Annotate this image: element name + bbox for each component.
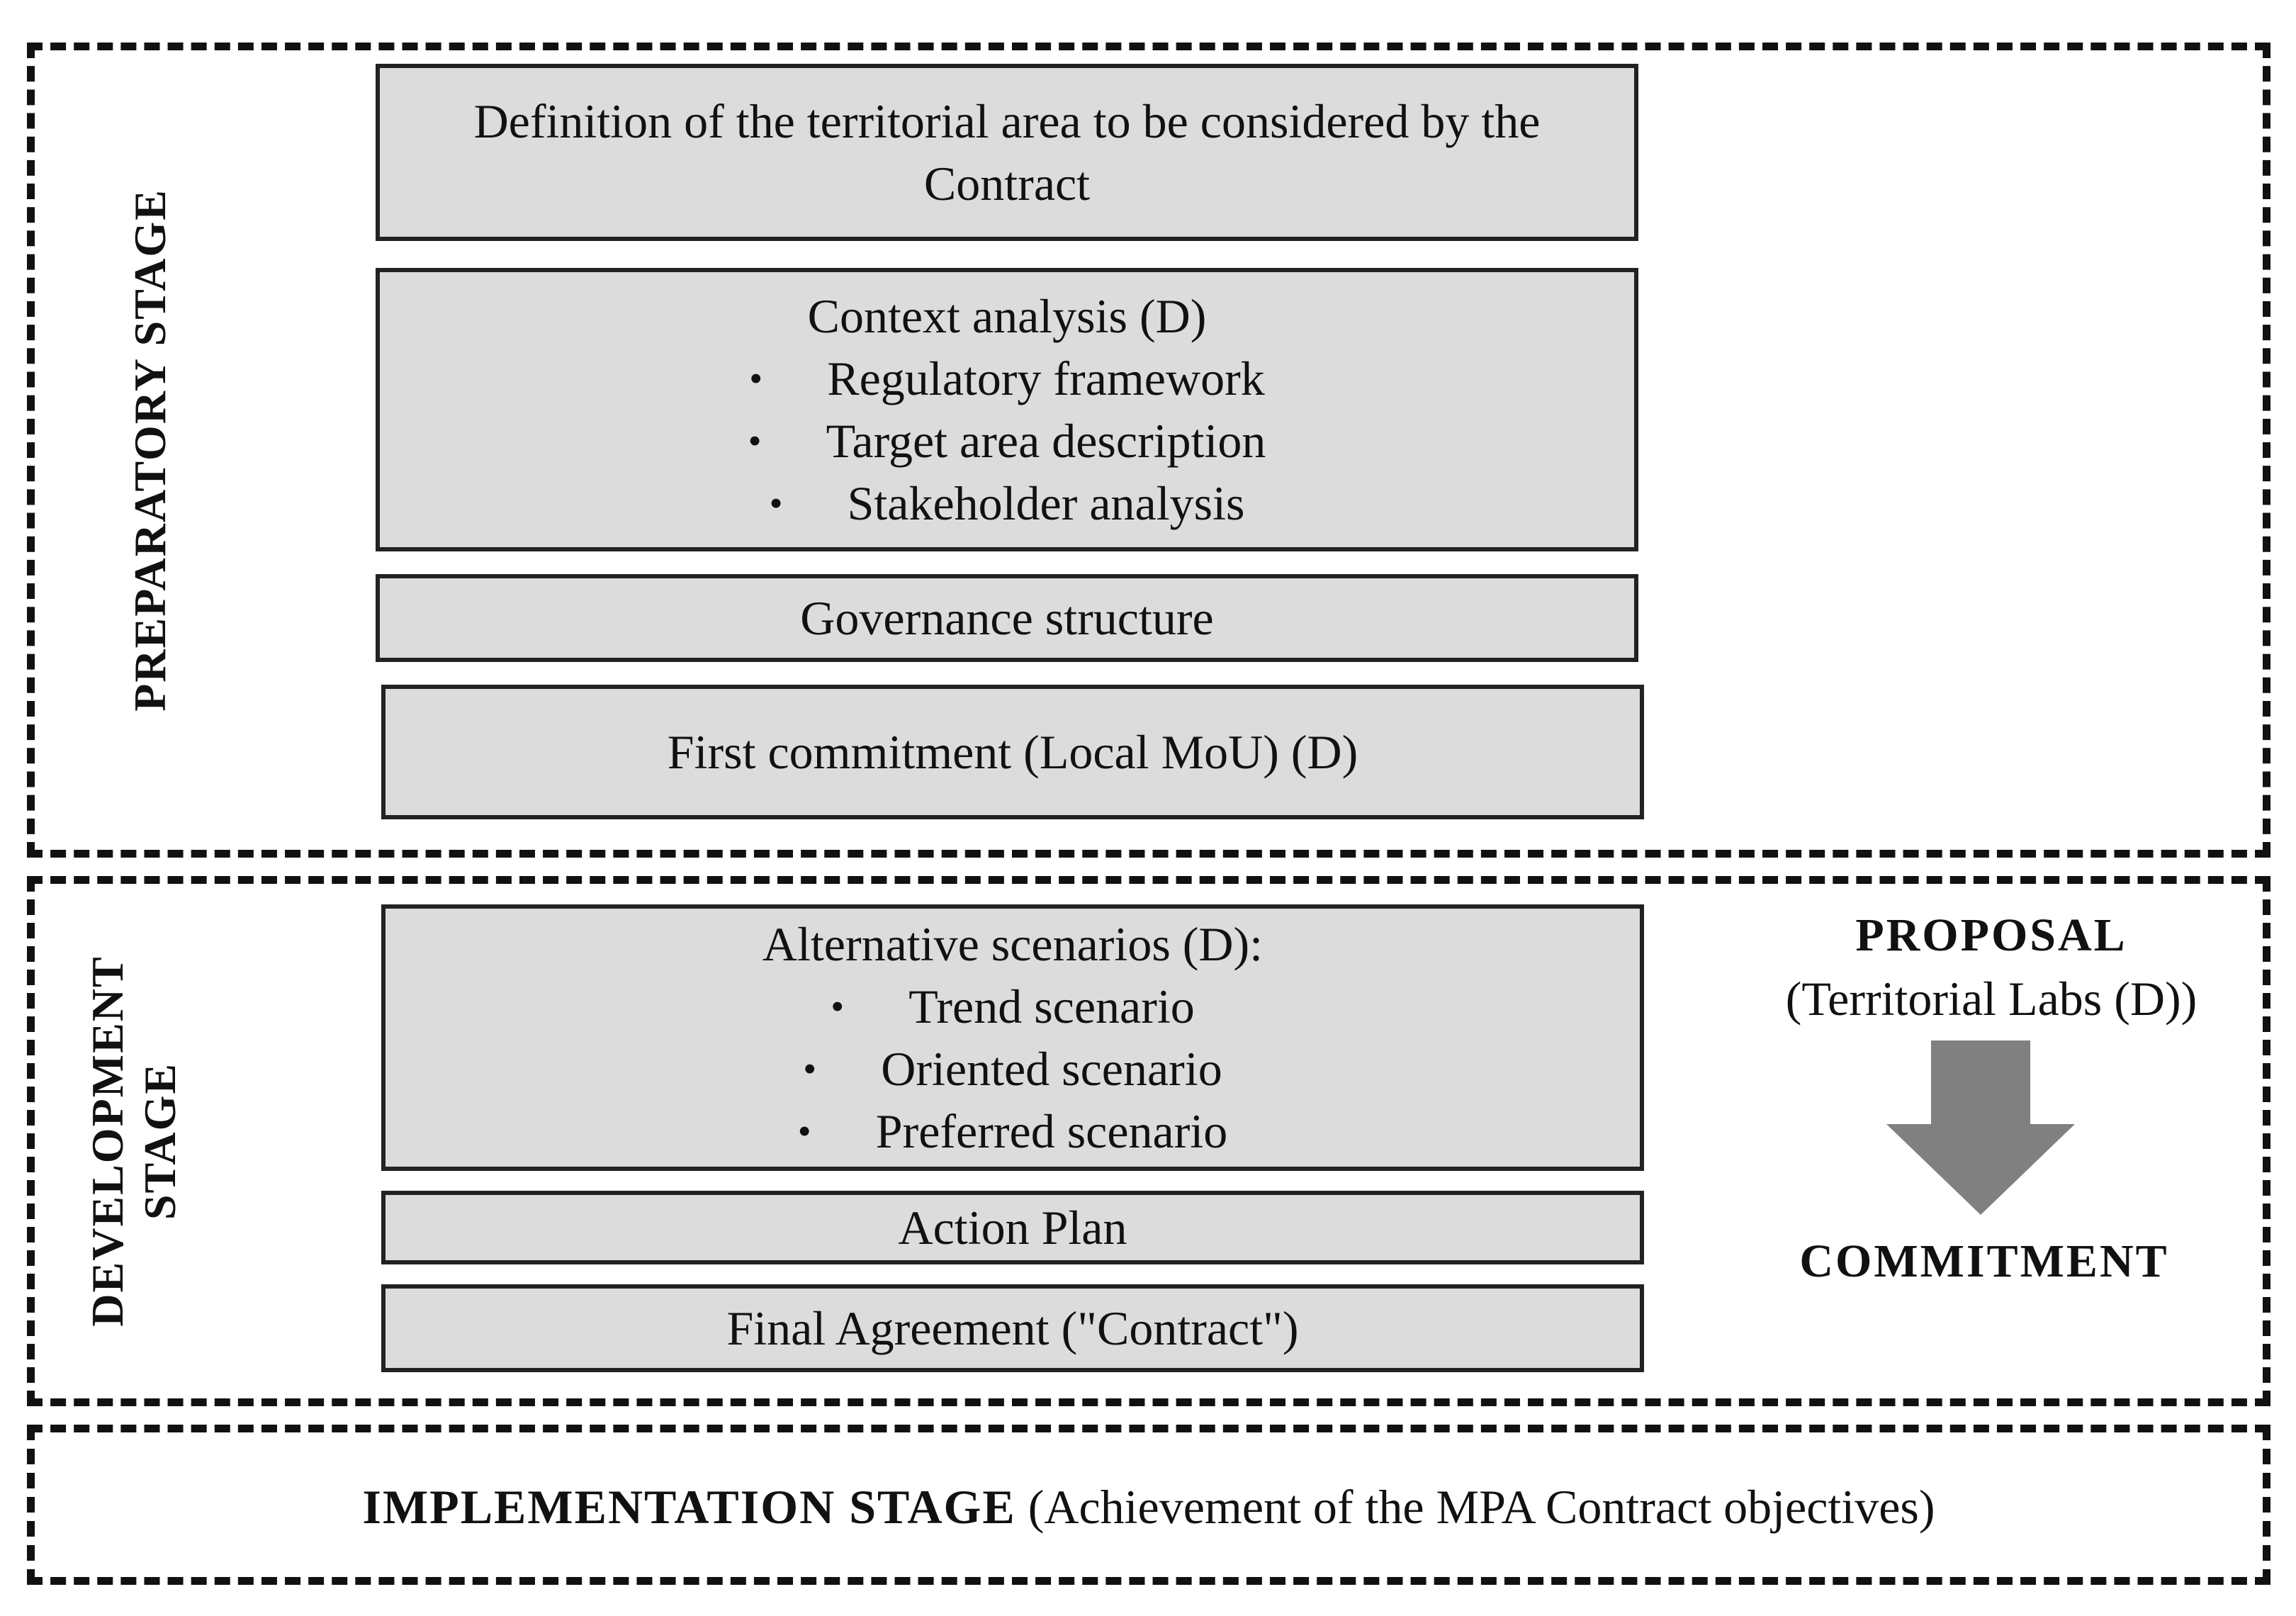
list-item: • Oriented scenario [798,1038,1228,1100]
development-label-line2: STAGE [135,1062,185,1221]
development-label-line1: DEVELOPMENT [82,955,133,1327]
territorial-area-box: Definition of the territorial area to be… [376,64,1638,241]
final-agreement-box: Final Agreement ("Contract") [381,1284,1644,1372]
proposal-label: PROPOSAL [1855,909,2127,961]
list-item: • Target area description [748,410,1266,472]
list-item: • Stakeholder analysis [748,472,1266,534]
development-stage-label: DEVELOPMENT STAGE [82,893,191,1389]
bullet-icon: • [797,1110,811,1152]
action-plan-text: Action Plan [898,1201,1127,1255]
down-arrow-icon [1886,1040,2075,1215]
bullet-icon: • [749,357,763,400]
alternative-scenarios-title: Alternative scenarios (D): [762,917,1264,971]
final-agreement-text: Final Agreement ("Contract") [726,1301,1299,1355]
proposal-sublabel: (Territorial Labs (D)) [1785,972,2197,1026]
bullet-icon: • [803,1048,817,1090]
bullet-icon: • [769,482,783,524]
development-stage-frame [27,876,2270,1406]
commitment-label: COMMITMENT [1799,1235,2169,1287]
list-item: • Preferred scenario [798,1100,1228,1162]
bullet-icon: • [748,420,762,462]
territorial-area-text: Definition of the territorial area to be… [473,94,1541,211]
context-analysis-box: Context analysis (D) • Regulatory framew… [376,268,1638,551]
bullet-icon: • [831,985,845,1028]
governance-structure-box: Governance structure [376,574,1638,662]
action-plan-box: Action Plan [381,1191,1644,1264]
governance-structure-text: Governance structure [800,591,1214,645]
implementation-stage-line: IMPLEMENTATION STAGE (Achievement of the… [27,1479,2270,1535]
preparatory-stage-label: PREPARATORY STAGE [125,189,175,712]
list-item: • Regulatory framework [748,347,1266,410]
first-commitment-text: First commitment (Local MoU) (D) [667,725,1358,779]
context-analysis-list: • Regulatory framework • Target area des… [748,347,1266,534]
list-item: • Trend scenario [798,975,1228,1038]
alternative-scenarios-box: Alternative scenarios (D): • Trend scena… [381,904,1644,1171]
scenarios-list: • Trend scenario • Oriented scenario • P… [798,975,1228,1162]
implementation-stage-label: IMPLEMENTATION STAGE [362,1480,1016,1534]
implementation-stage-frame [27,1425,2270,1585]
preparatory-stage-frame [27,43,2270,858]
first-commitment-box: First commitment (Local MoU) (D) [381,685,1644,819]
implementation-stage-text: (Achievement of the MPA Contract objecti… [1028,1480,1935,1534]
context-analysis-title: Context analysis (D) [807,289,1207,343]
